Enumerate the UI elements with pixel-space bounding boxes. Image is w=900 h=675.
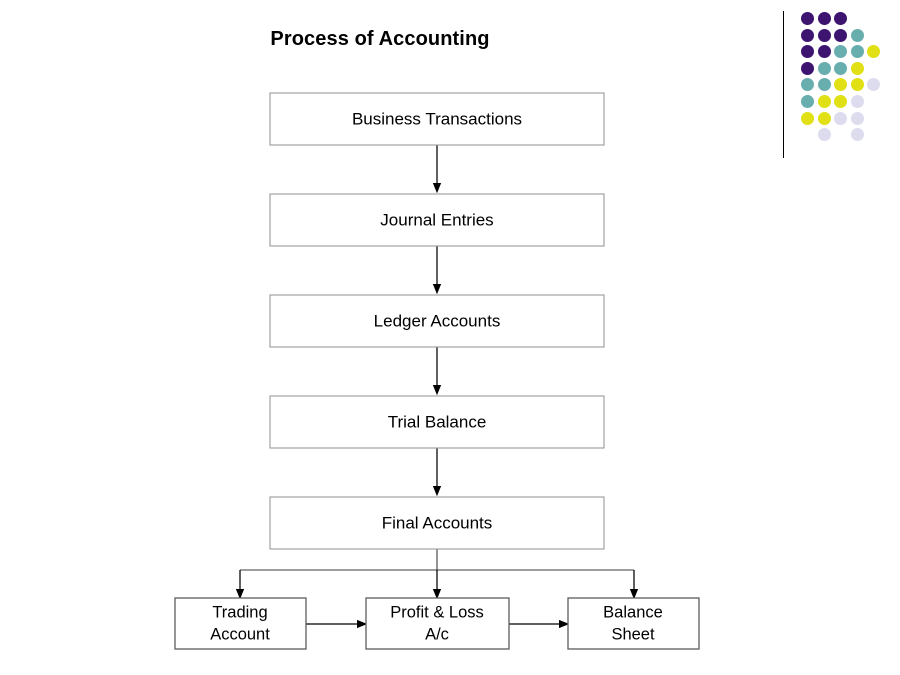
dot-yellow xyxy=(850,61,864,75)
flow-node-label: Trial Balance xyxy=(388,412,487,431)
dot-purple xyxy=(817,12,831,25)
dot-lavender xyxy=(850,111,864,125)
flow-node-trading-account[interactable]: Trading Account xyxy=(174,597,307,650)
flow-node-journal-entries[interactable]: Journal Entries xyxy=(269,193,605,247)
dot-teal xyxy=(801,78,814,92)
dot-yellow xyxy=(801,111,814,125)
dot-teal xyxy=(817,78,831,92)
connector-final-branch-bus xyxy=(240,549,634,571)
flow-node-trial-balance[interactable]: Trial Balance xyxy=(269,395,605,449)
dot-purple xyxy=(817,28,831,42)
flow-node-label: Ledger Accounts xyxy=(374,311,501,330)
flow-node-label: Journal Entries xyxy=(380,210,493,229)
dot-purple xyxy=(801,12,814,25)
dot-yellow xyxy=(834,78,848,92)
flow-node-label-line2: Sheet xyxy=(611,625,655,643)
flow-node-label-line2: A/c xyxy=(425,625,449,643)
flow-node-profit-and-loss-ac[interactable]: Profit & Loss A/c xyxy=(365,597,510,650)
flow-node-final-accounts[interactable]: Final Accounts xyxy=(269,496,605,550)
dot-grid-decoration xyxy=(775,0,900,170)
dot-purple xyxy=(834,28,848,42)
dot-lavender xyxy=(867,78,881,92)
flow-node-label-line2: Account xyxy=(210,625,270,643)
dot-yellow xyxy=(850,78,864,92)
flow-node-label-line1: Trading xyxy=(212,603,267,621)
dot-teal xyxy=(850,45,864,59)
flow-node-business-transactions[interactable]: Business Transactions xyxy=(269,92,605,146)
dot-purple xyxy=(801,61,814,75)
dot-teal xyxy=(850,28,864,42)
vertical-rule xyxy=(783,11,785,158)
page-title: Process of Accounting xyxy=(270,28,490,50)
dot-lavender xyxy=(817,128,831,142)
dot-lavender xyxy=(850,95,864,108)
dot-purple xyxy=(801,28,814,42)
dot-teal xyxy=(834,45,848,59)
dot-yellow xyxy=(867,45,881,59)
dot-yellow xyxy=(817,111,831,125)
flow-node-label: Business Transactions xyxy=(352,109,522,128)
flow-node-ledger-accounts[interactable]: Ledger Accounts xyxy=(269,294,605,348)
flow-node-label: Final Accounts xyxy=(382,513,493,532)
dot-teal xyxy=(801,95,814,108)
dot-purple xyxy=(817,45,831,59)
dot-lavender xyxy=(850,128,864,142)
dot-purple xyxy=(834,12,848,25)
dot-yellow xyxy=(817,95,831,108)
flow-node-balance-sheet[interactable]: Balance Sheet xyxy=(567,597,700,650)
flow-node-label-line1: Balance xyxy=(603,603,663,621)
dot-yellow xyxy=(834,95,848,108)
dot-teal xyxy=(834,61,848,75)
dot-purple xyxy=(801,45,814,59)
flow-node-label-line1: Profit & Loss xyxy=(390,603,484,621)
dot-teal xyxy=(817,61,831,75)
dot-lavender xyxy=(834,111,848,125)
